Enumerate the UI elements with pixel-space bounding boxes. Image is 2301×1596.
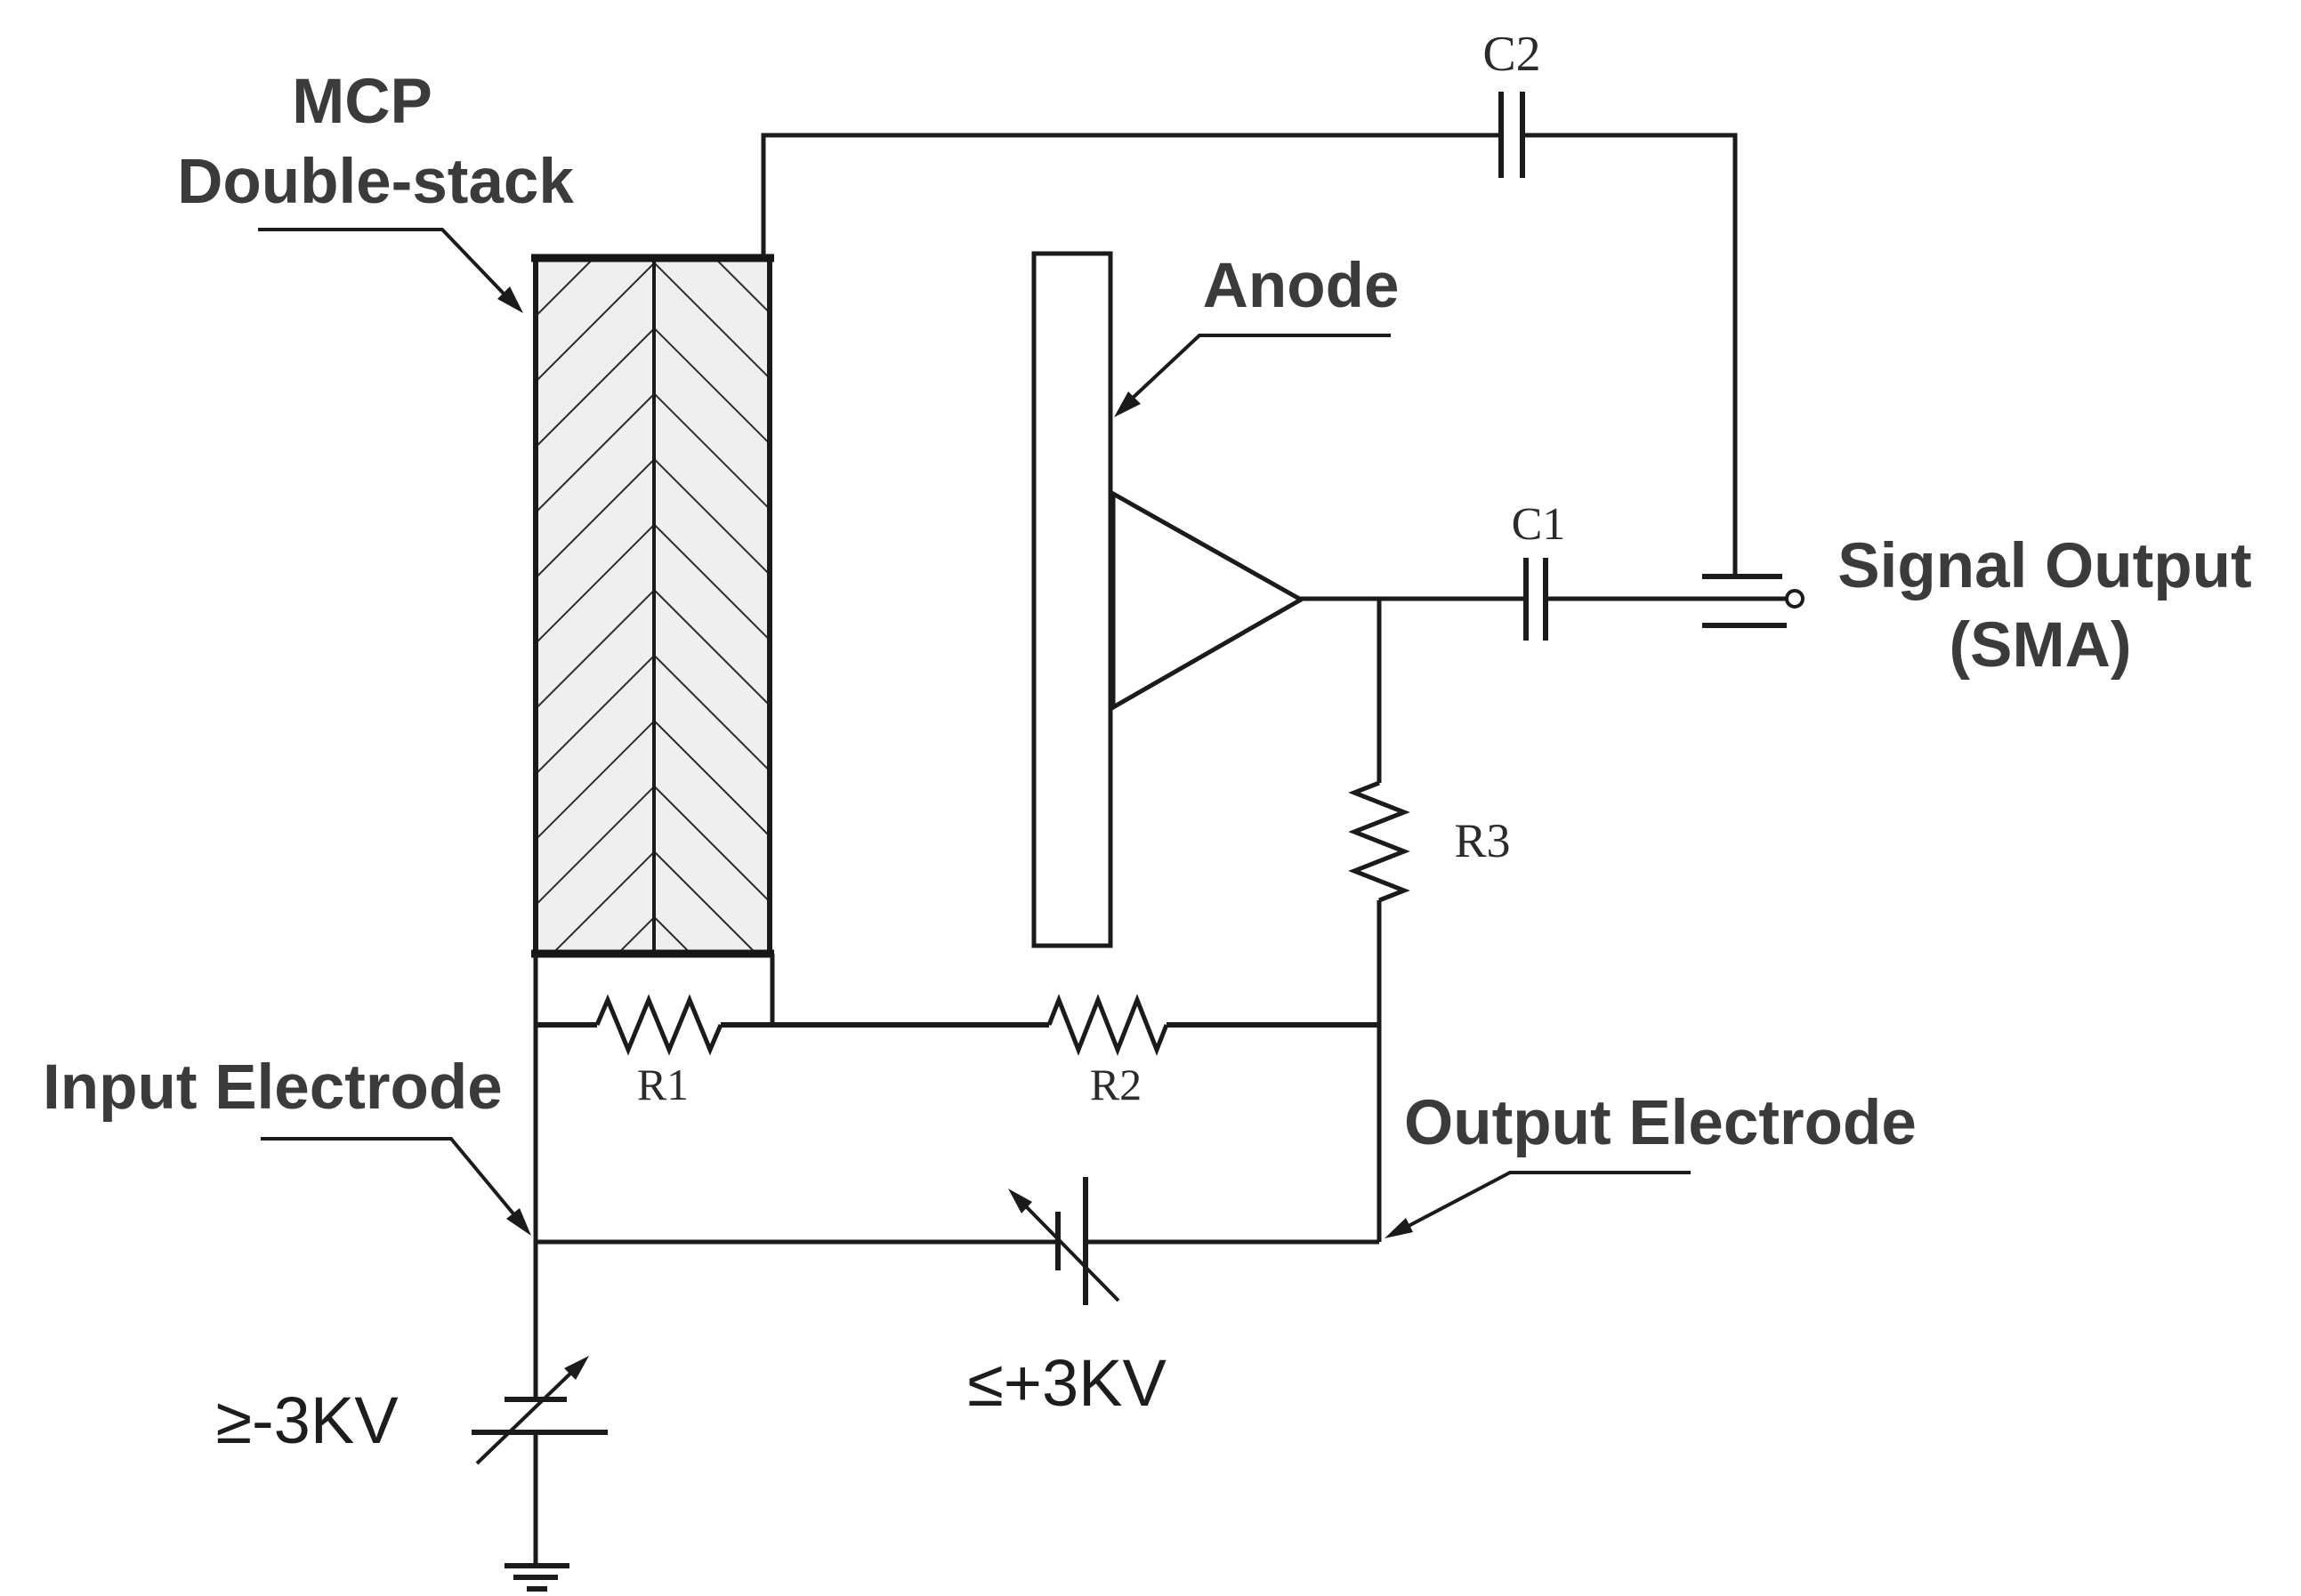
output-electrode-label: Output Electrode <box>1404 1088 1917 1158</box>
capacitor-c1 <box>1523 558 1548 641</box>
mcp-label-line2: Double-stack <box>177 147 574 217</box>
output-variable-capacitor <box>1008 1177 1120 1305</box>
r1-label: R1 <box>637 1060 689 1109</box>
signal-output-label-line1: Signal Output <box>1837 531 2251 601</box>
resistor-r2 <box>1046 994 1169 1056</box>
output-voltage-label: ≤+3KV <box>967 1346 1167 1420</box>
r3-label: R3 <box>1454 814 1510 867</box>
wire-c2-to-sma <box>1522 133 1738 576</box>
anode-leader-line <box>1128 334 1391 402</box>
anode-cone <box>1110 489 1306 712</box>
input-voltage-label: ≥-3KV <box>215 1383 399 1457</box>
input-electrode-arrow-icon <box>506 1208 531 1236</box>
capacitor-c2 <box>1498 92 1525 178</box>
sma-center-pin-terminal <box>1785 589 1804 609</box>
output-electrode-leader-line <box>1408 1171 1691 1228</box>
input-varcap-arrow-icon <box>564 1356 589 1380</box>
mcp-right-half-hatch <box>654 260 768 952</box>
anode-arrow-icon <box>1114 391 1141 417</box>
output-varcap-arrow-icon <box>1008 1189 1032 1213</box>
input-varcap-arrow-shaft <box>475 1369 575 1465</box>
anode-label: Anode <box>1203 251 1400 321</box>
c1-label: C1 <box>1512 499 1566 550</box>
mcp-leader-line <box>258 228 505 295</box>
mcp-arrow-icon <box>497 286 523 313</box>
signal-output-label-line2: (SMA) <box>1949 610 2131 681</box>
input-electrode-leader-line <box>261 1137 518 1219</box>
output-varcap-arrow-shaft <box>1021 1202 1120 1302</box>
wire-mcp-top-to-c2 <box>761 133 1501 258</box>
mcp-label-line1: MCP <box>292 67 432 137</box>
resistor-r3 <box>1348 780 1410 903</box>
annotation-leaders <box>258 228 1691 1238</box>
anode-symbol <box>1031 251 1306 948</box>
mcp-left-half-hatch <box>537 260 654 952</box>
output-electrode-arrow-icon <box>1385 1218 1413 1238</box>
anode-plate <box>1031 251 1113 948</box>
input-variable-capacitor <box>472 1356 608 1465</box>
ground-symbol <box>505 1563 569 1592</box>
input-electrode-label: Input Electrode <box>43 1052 503 1123</box>
sma-connector-symbol <box>1702 574 1804 628</box>
r2-label: R2 <box>1090 1060 1142 1109</box>
mcp-double-stack-symbol <box>531 254 774 958</box>
resistor-r1 <box>594 994 723 1056</box>
c2-label: C2 <box>1482 27 1540 82</box>
wires <box>533 133 1787 1566</box>
